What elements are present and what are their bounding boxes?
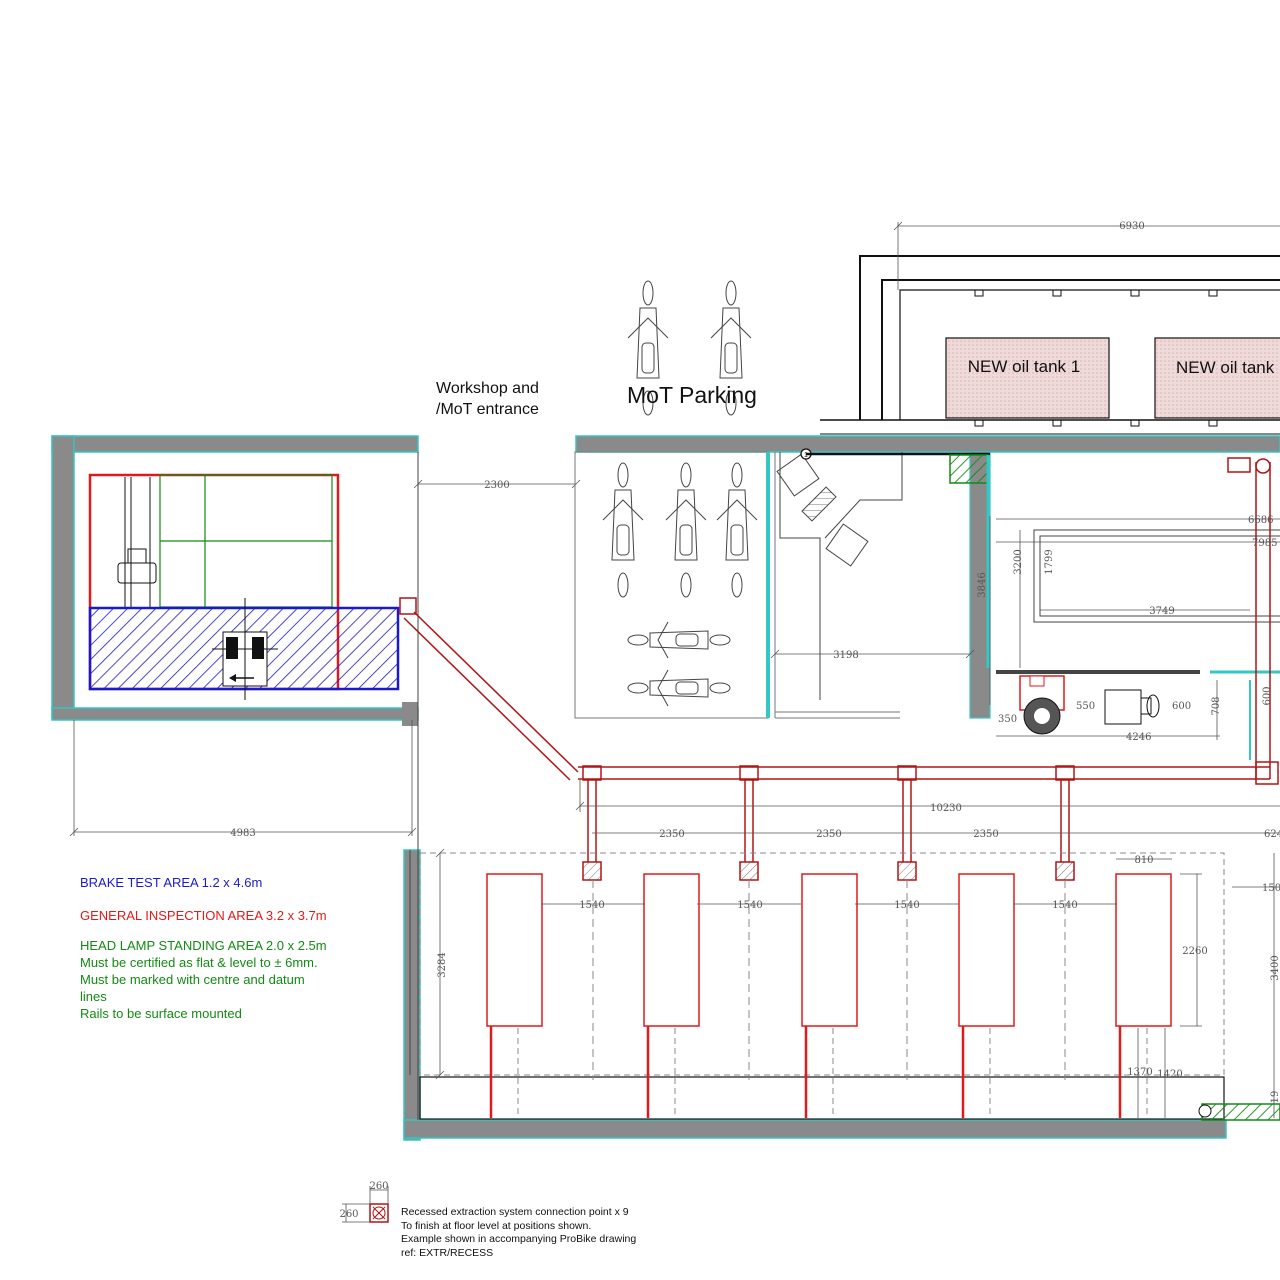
callout-marker-label: 1	[804, 452, 808, 459]
dim-bay-gap-3: 1540	[894, 900, 919, 911]
building-walls	[51, 435, 1280, 1141]
extraction-corner-box	[1255, 761, 1279, 785]
headlamp-tester	[117, 477, 157, 607]
dim-right-long-1: 6686	[1248, 515, 1273, 526]
dim-bay-length: 2260	[1182, 946, 1207, 957]
dim-equip-708: 708	[1211, 696, 1222, 715]
dim-equip-4246: 4246	[1126, 732, 1151, 743]
dim-bench-inner: 1799	[1044, 549, 1055, 574]
dim-office-width: 3198	[833, 650, 858, 661]
office-area	[776, 448, 990, 700]
dim-bay-depth-total: 3284	[437, 952, 448, 977]
dim-office-depth: 3846	[977, 572, 988, 597]
dim-equip-550: 550	[1076, 701, 1095, 712]
dimension-bay-detail	[1116, 853, 1280, 1118]
head-lamp-standing-area	[159, 474, 333, 608]
dim-bay-run: 10230	[930, 803, 962, 814]
legend-brake-test: BRAKE TEST AREA 1.2 x 4.6m	[80, 875, 263, 890]
dim-right-19: 19	[1270, 1091, 1280, 1104]
legend-general-inspection: GENERAL INSPECTION AREA 3.2 x 3.7m	[80, 908, 327, 923]
dim-bay-gap-2: 1540	[737, 900, 762, 911]
mot-bay-area	[419, 848, 1225, 1120]
dimension-top-width	[893, 221, 1280, 290]
motorcycle-parked-3	[716, 462, 758, 598]
dim-edge-right: 624	[1264, 829, 1280, 840]
dimension-office	[770, 516, 991, 705]
extraction-connection-point-2	[739, 861, 759, 881]
inspection-bay-2	[643, 873, 700, 1118]
wheel-balancer	[1104, 689, 1160, 725]
dim-equip-350: 350	[998, 714, 1017, 725]
dim-bay-spacing-3: 2350	[973, 829, 998, 840]
dim-bench-depth: 3200	[1013, 549, 1024, 574]
motorcycle-outside-1	[627, 280, 669, 416]
dim-bench-length: 3749	[1149, 606, 1174, 617]
inspection-bay-4	[958, 873, 1015, 1118]
entrance-label-line2: /MoT entrance	[436, 401, 539, 418]
inspection-bay-5	[1115, 873, 1172, 1118]
dim-right-long-2: 7985	[1252, 538, 1277, 549]
note-line-3: Example shown in accompanying ProBike dr…	[401, 1233, 637, 1245]
dim-bay-width: 810	[1134, 855, 1153, 866]
dim-rail-1420: 1420	[1157, 1069, 1182, 1080]
extraction-duct	[399, 457, 1271, 781]
dim-right-3400: 3400	[1270, 955, 1280, 980]
oil-tank-1	[945, 337, 1110, 419]
oil-tank-2-label: NEW oil tank	[1176, 358, 1275, 377]
dimension-brake-room	[69, 720, 417, 837]
inspection-bay-3	[801, 873, 858, 1118]
extraction-note: Recessed extraction system connection po…	[401, 1206, 636, 1260]
dim-bay-spacing-2: 2350	[816, 829, 841, 840]
dim-equip-600-vertical: 600	[1262, 686, 1273, 705]
mot-parking-label: MoT Parking	[627, 382, 757, 408]
dim-brake-room-width: 4983	[230, 828, 255, 839]
motorcycle-parked-2	[665, 462, 707, 598]
extraction-point-symbol	[342, 1186, 389, 1223]
motorcycle-outside-2	[710, 280, 752, 416]
symbol-height-dim: 260	[339, 1209, 358, 1220]
dim-right-150: 150	[1262, 883, 1280, 894]
dim-entrance-width: 2300	[484, 480, 509, 491]
note-line-1: Recessed extraction system connection po…	[401, 1206, 629, 1218]
oil-tank-2	[1154, 337, 1280, 419]
extraction-connection-point-4	[1055, 861, 1075, 881]
tyre-changer	[1019, 675, 1065, 735]
dim-bay-gap-4: 1540	[1052, 900, 1077, 911]
inspection-bays	[486, 873, 1172, 1118]
oil-tank-enclosure	[820, 255, 1280, 435]
dim-top-width: 6930	[1119, 221, 1144, 232]
brake-test-room	[69, 473, 417, 837]
dim-bay-gap-1: 1540	[579, 900, 604, 911]
dimension-entrance	[413, 479, 581, 489]
bike-parking-area	[574, 451, 900, 719]
note-line-2: To finish at floor level at positions sh…	[401, 1219, 592, 1232]
motorcycle-parked-1	[602, 462, 644, 598]
extraction-drop-3	[897, 765, 917, 881]
extraction-drop-2	[739, 765, 759, 881]
symbol-width-dim: 260	[369, 1181, 388, 1192]
motorcycle-parked-4	[627, 621, 731, 659]
oil-tank-1-label: NEW oil tank 1	[968, 357, 1080, 376]
motorcycles	[602, 280, 758, 707]
extraction-connection-point-1	[582, 861, 602, 881]
extraction-drop-1	[582, 765, 602, 881]
legend-head-lamp: HEAD LAMP STANDING AREA 2.0 x 2.5m Must …	[80, 938, 327, 1021]
dim-equip-600: 600	[1172, 701, 1191, 712]
motorcycle-parked-5	[627, 669, 731, 707]
workbench-area	[949, 454, 1280, 760]
entrance-label-line1: Workshop and	[436, 380, 539, 397]
dim-bay-spacing-1: 2350	[659, 829, 684, 840]
dimension-bay-run	[575, 780, 1280, 834]
brake-tester-unit	[212, 598, 278, 700]
extraction-drop-4	[1055, 765, 1075, 881]
inspection-bay-1	[486, 873, 543, 1118]
dim-rail-1370: 1370	[1127, 1067, 1152, 1078]
note-line-4: ref: EXTR/RECESS	[401, 1246, 494, 1259]
extraction-connection-point-3	[897, 861, 917, 881]
drain-channel	[1198, 1103, 1280, 1121]
